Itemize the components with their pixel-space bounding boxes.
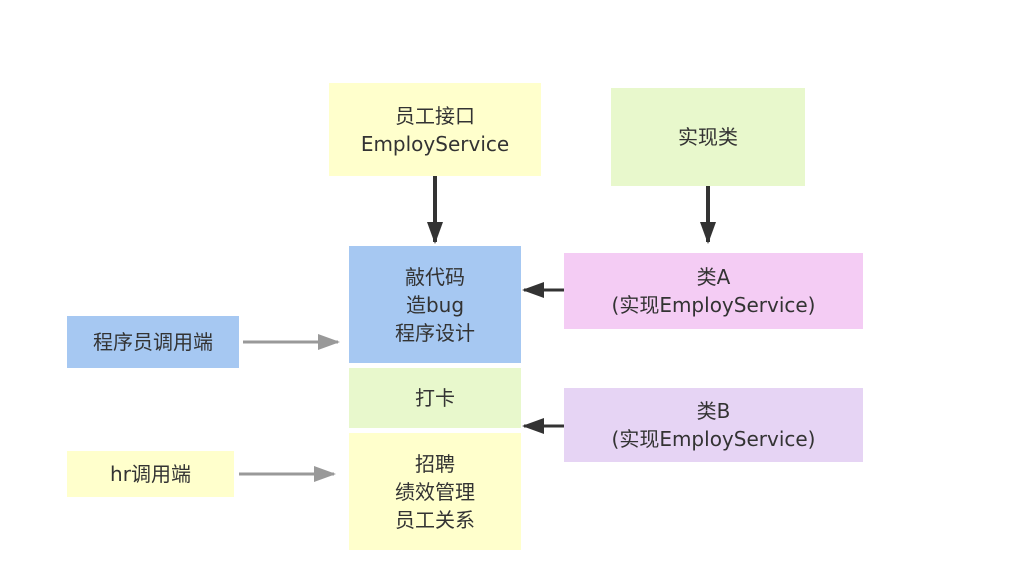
programmer-client-box: 程序员调用端	[67, 316, 239, 368]
programmer-client-label: 程序员调用端	[93, 330, 213, 354]
hr-tasks-line-3: 员工关系	[395, 507, 475, 532]
hr-tasks-line-2: 绩效管理	[395, 479, 475, 504]
hr-tasks-line-1: 招聘	[415, 451, 455, 476]
class-a-box: 类A (实现EmployService)	[564, 253, 863, 329]
employee-interface-line-2: EmployService	[360, 131, 510, 156]
hr-tasks-box: 招聘 绩效管理 员工关系	[349, 433, 521, 550]
hr-client-label: hr调用端	[110, 462, 191, 486]
coding-line-2: 造bug	[405, 292, 465, 317]
clock-in-box: 打卡	[349, 368, 521, 428]
class-a-line-2: (实现EmployService)	[611, 293, 816, 317]
class-b-box: 类B (实现EmployService)	[564, 388, 863, 462]
hr-client-box: hr调用端	[67, 451, 234, 497]
impl-class-label: 实现类	[678, 125, 738, 149]
employee-interface-line-1: 员工接口	[395, 103, 475, 128]
class-b-line-2: (实现EmployService)	[611, 427, 816, 451]
coding-box: 敲代码 造bug 程序设计	[349, 246, 521, 363]
employee-interface-box: 员工接口 EmployService	[329, 83, 541, 176]
coding-line-3: 程序设计	[395, 320, 475, 345]
class-b-line-1: 类B	[696, 399, 731, 423]
coding-line-1: 敲代码	[405, 264, 465, 289]
class-a-line-1: 类A	[696, 265, 731, 289]
clock-in-label: 打卡	[415, 386, 455, 410]
impl-class-box: 实现类	[611, 88, 805, 186]
